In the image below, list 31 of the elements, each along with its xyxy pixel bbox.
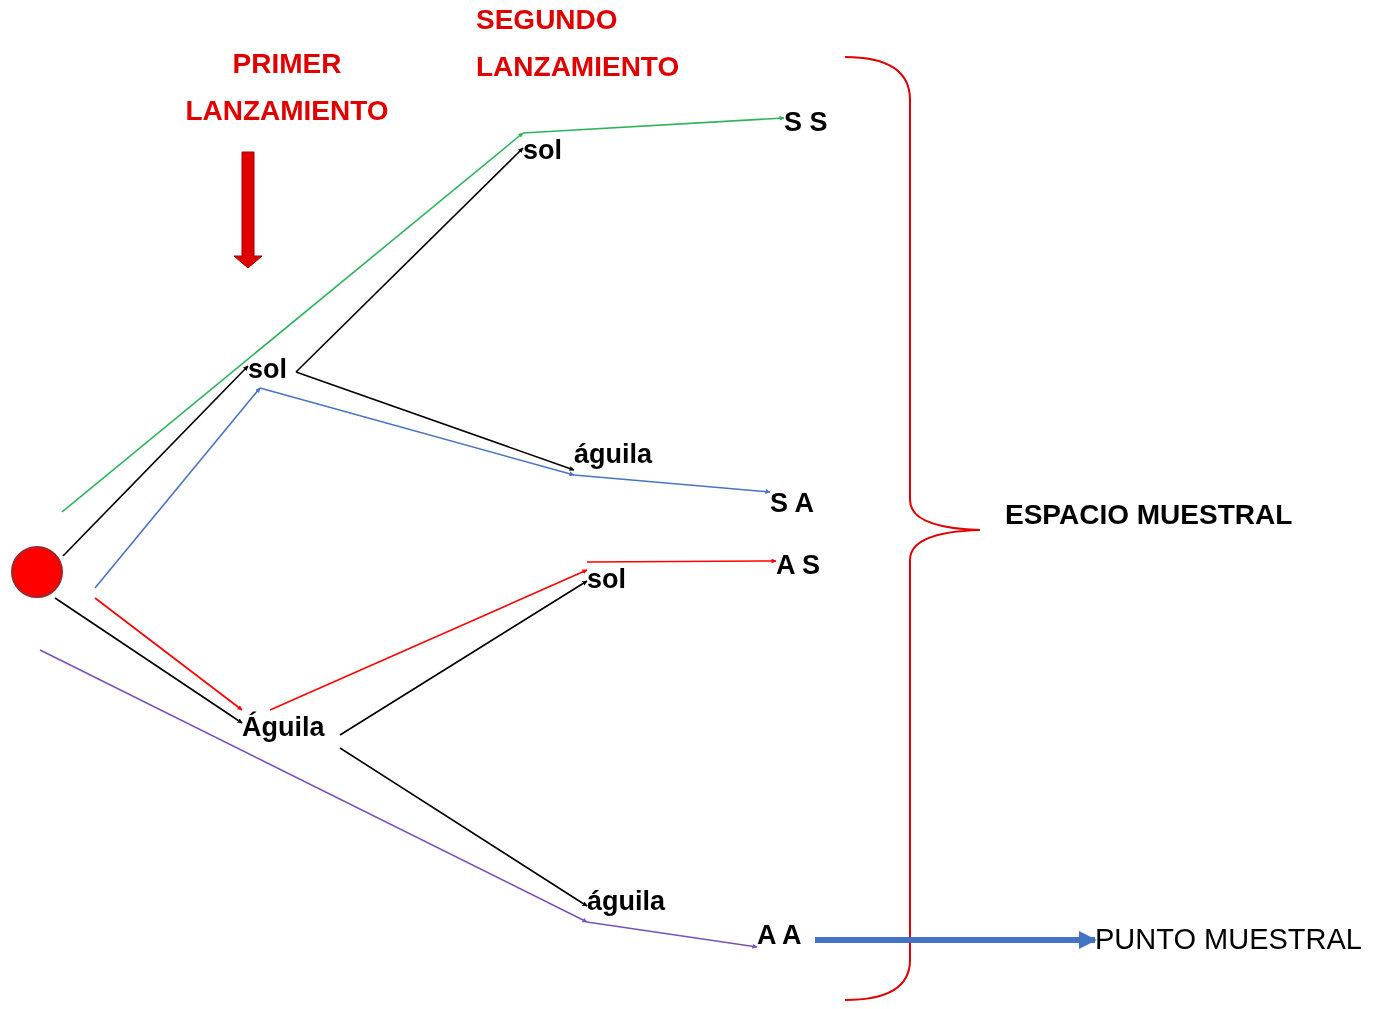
node-label: PUNTO MUESTRAL (1095, 923, 1362, 955)
node-label: S A (770, 488, 814, 518)
label: ESPACIO MUESTRAL (1005, 498, 1294, 532)
node-label: águila (574, 439, 653, 469)
arrow (259, 387, 575, 477)
arrow (39, 649, 588, 923)
node-label: Águila (242, 712, 325, 742)
arrow (94, 597, 243, 711)
arrow (295, 147, 524, 373)
arrow (62, 365, 249, 557)
heading: PRIMER LANZAMIENTO (184, 47, 390, 128)
arrow (586, 558, 777, 564)
arrow (573, 474, 771, 495)
node-label: sol (523, 135, 562, 165)
arrow (815, 931, 1097, 949)
arrow (54, 597, 243, 724)
arrow (295, 371, 575, 471)
heading: SEGUNDO LANZAMIENTO (476, 3, 681, 84)
arrow (269, 569, 588, 711)
node-label: A A (757, 920, 802, 950)
arrow (586, 921, 758, 949)
arrow (61, 132, 524, 513)
node-label: A S (776, 550, 820, 580)
arrow (94, 387, 261, 589)
node-label: sol (248, 354, 287, 384)
arrow (522, 115, 785, 134)
node-label: sol (587, 564, 626, 594)
arrow (339, 747, 588, 907)
node-label: S S (784, 107, 828, 137)
arrow (339, 580, 588, 736)
node-label: águila (587, 886, 666, 916)
